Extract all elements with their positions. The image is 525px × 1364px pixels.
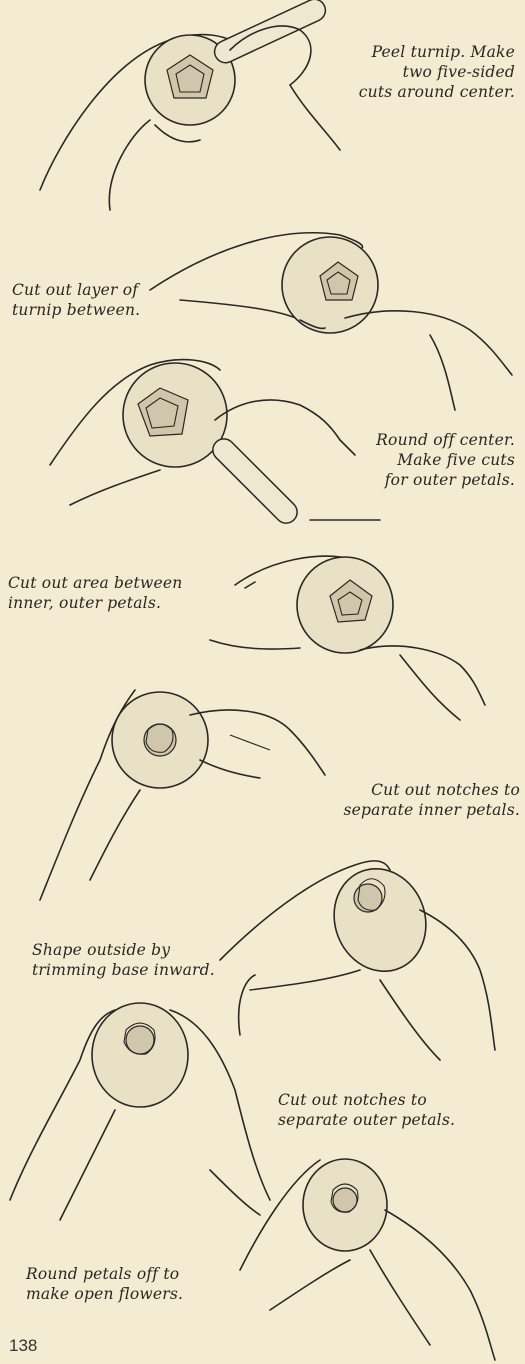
page-number: 138 bbox=[9, 1336, 37, 1356]
step-4-caption: Cut out area between inner, outer petals… bbox=[8, 573, 233, 613]
step-5-illustration bbox=[40, 690, 325, 900]
step-8-illustration bbox=[240, 1159, 495, 1360]
step-6-illustration bbox=[220, 856, 495, 1060]
step-4-illustration bbox=[210, 556, 485, 720]
step-8-caption: Round petals off to make open flowers. bbox=[26, 1264, 251, 1304]
step-7-caption: Cut out notches to separate outer petals… bbox=[278, 1090, 503, 1130]
step-2-caption: Cut out layer of turnip between. bbox=[12, 280, 202, 320]
step-3-caption: Round off center. Make five cuts for out… bbox=[300, 430, 515, 490]
step-6-caption: Shape outside by trimming base inward. bbox=[32, 940, 257, 980]
step-1-illustration bbox=[40, 0, 340, 210]
step-7-illustration bbox=[10, 1003, 270, 1220]
step-5-caption: Cut out notches to separate inner petals… bbox=[300, 780, 520, 820]
step-1-caption: Peel turnip. Make two five-sided cuts ar… bbox=[300, 42, 515, 102]
